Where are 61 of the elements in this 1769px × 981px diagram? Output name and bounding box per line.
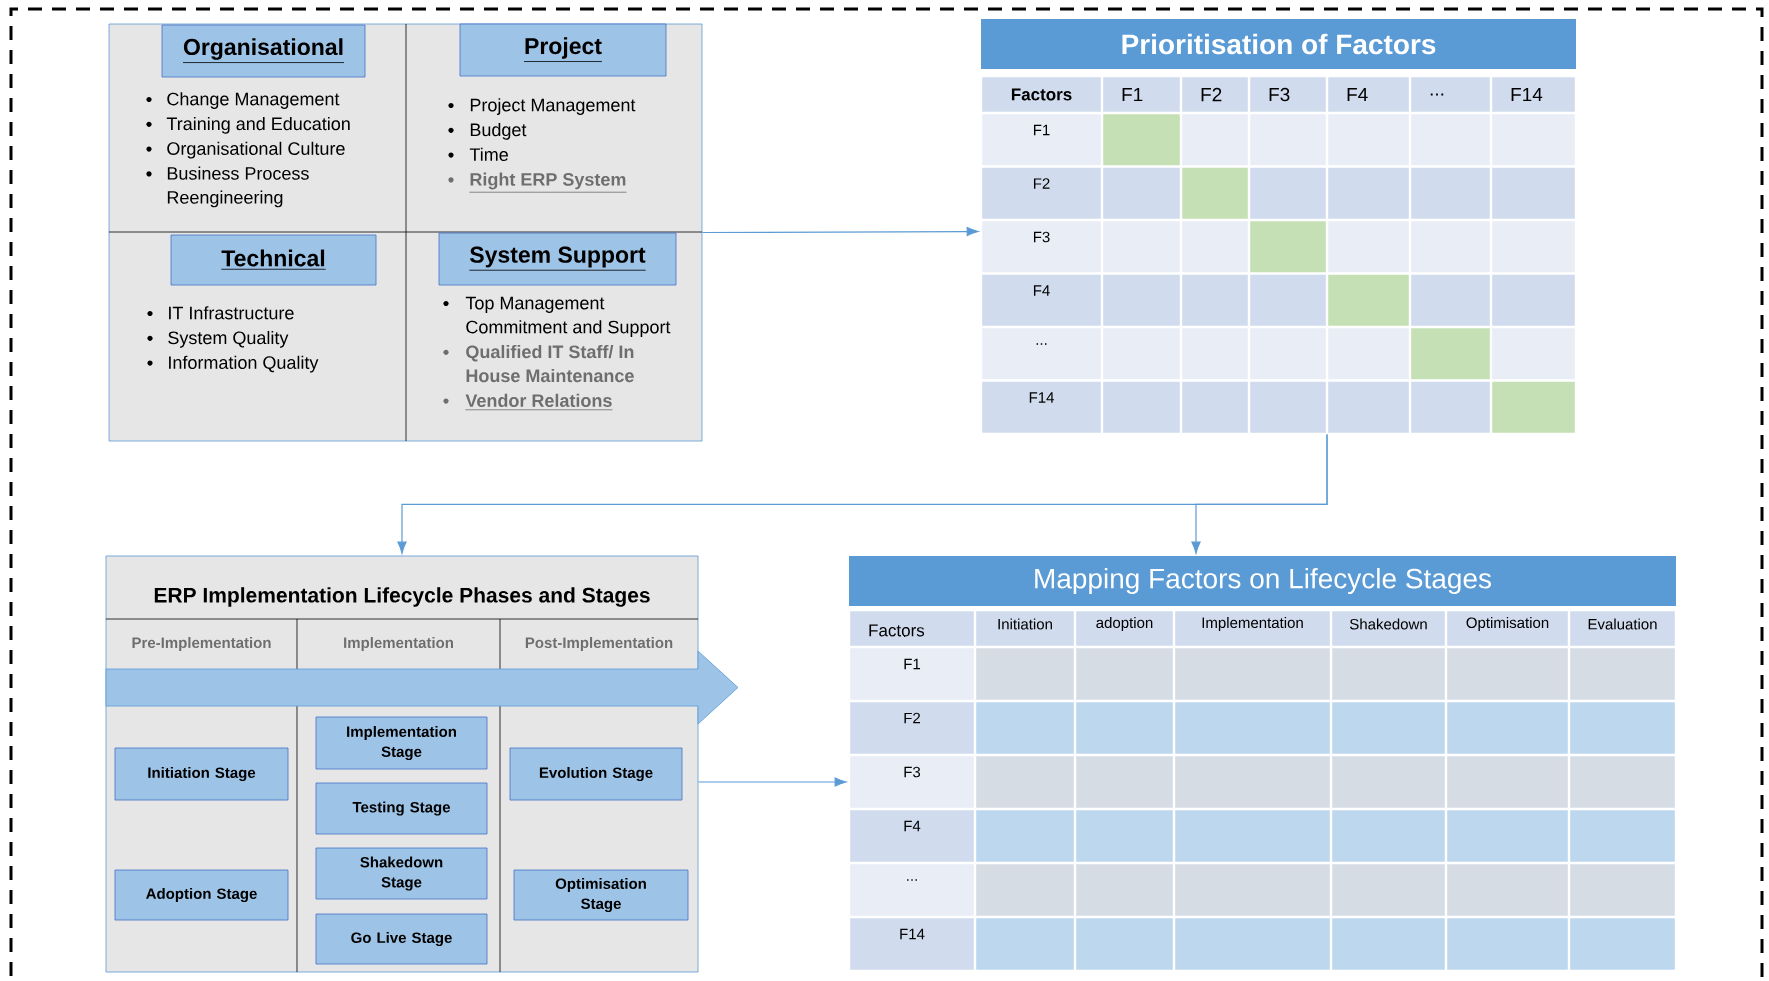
header-cell: Optimisation <box>1447 611 1568 646</box>
row-label-cell: F4 <box>850 810 974 862</box>
bullet-item: Organisational Culture <box>146 141 345 159</box>
stage-box: Go Live Stage <box>315 913 488 965</box>
phase-label: Implementation <box>344 637 453 651</box>
header-cell: Evaluation <box>1570 611 1675 646</box>
bullet-item: Qualified IT Staff/ In House Maintenance <box>443 344 634 383</box>
header-cell: F3 <box>1250 77 1326 112</box>
header-cell: F14 <box>1492 77 1575 112</box>
bullet-item: Training and Education <box>146 116 350 134</box>
heading-box: Technical <box>170 234 377 286</box>
header-cell: F1 <box>1103 77 1180 112</box>
header-cell: adoption <box>1076 611 1173 646</box>
stage-box: Evolution Stage <box>509 747 683 801</box>
heading-box: Project <box>459 23 667 77</box>
row-label-cell: F4 <box>982 274 1101 326</box>
row-label-cell: F3 <box>850 756 974 808</box>
heading-box: Organisational <box>161 24 366 78</box>
bullet-item: Project Management <box>448 98 636 115</box>
bullet-item: Top Management Commitment and Support <box>443 296 671 337</box>
heading-box: System Support <box>438 232 677 286</box>
arrow <box>697 777 847 787</box>
title-bar: Mapping Factors on Lifecycle Stages <box>849 556 1676 606</box>
header-cell: ... <box>1411 77 1490 112</box>
row-label-cell: F14 <box>850 918 974 970</box>
arrow <box>1191 433 1328 554</box>
bullet-item: Change Management <box>146 92 340 109</box>
bullet-item: Business Process Reengineering <box>146 166 309 208</box>
row-label-cell: F1 <box>982 114 1101 166</box>
header-cell: Factors <box>850 611 974 646</box>
bullet-item: Vendor Relations <box>443 393 613 411</box>
bullet-item: Budget <box>448 122 527 140</box>
row-label-cell: F14 <box>982 381 1101 433</box>
row-label-cell: ... <box>982 328 1101 380</box>
panel-title: ERP Implementation Lifecycle Phases and Stages <box>154 587 650 607</box>
stage-box: Testing Stage <box>315 782 488 835</box>
stage-box: Implementation Stage <box>315 716 488 770</box>
header-cell: Shakedown <box>1332 611 1445 646</box>
row-label-cell: F1 <box>850 648 974 700</box>
arrow <box>701 227 979 237</box>
bullet-item: Information Quality <box>147 355 319 373</box>
header-cell: Factors <box>982 77 1101 112</box>
header-cell: Initiation <box>976 611 1074 646</box>
stage-box: Shakedown Stage <box>315 847 488 900</box>
stage-box: Initiation Stage <box>114 747 289 801</box>
bullet-item: System Quality <box>147 330 289 348</box>
stage-box: Optimisation Stage <box>513 869 689 921</box>
bullet-item: Right ERP System <box>448 172 627 193</box>
row-label-cell: F3 <box>982 221 1101 273</box>
row-label-cell: F2 <box>982 167 1101 219</box>
bullet-item: Time <box>448 147 508 161</box>
header-cell: F4 <box>1328 77 1409 112</box>
stage-box: Adoption Stage <box>114 869 289 921</box>
bullet-item: IT Infrastructure <box>147 306 294 320</box>
header-cell: F2 <box>1182 77 1248 112</box>
phase-label: Pre-Implementation <box>132 637 271 651</box>
row-label-cell: F2 <box>850 702 974 754</box>
header-cell: Implementation <box>1175 611 1330 646</box>
phase-label: Post-Implementation <box>525 637 673 651</box>
row-label-cell: ... <box>850 864 974 916</box>
title-bar: Prioritisation of Factors <box>981 19 1576 69</box>
